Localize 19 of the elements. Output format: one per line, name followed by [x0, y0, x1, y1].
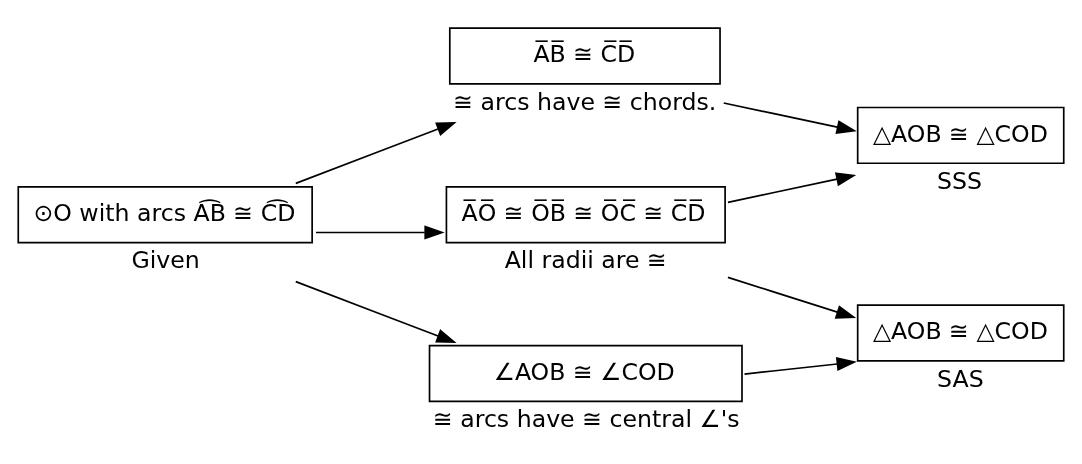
node-box: ∠AOB ≅ ∠COD: [428, 344, 743, 402]
arrow: [743, 356, 857, 375]
arrow: [294, 280, 457, 343]
node-box: A̅B̅ ≅ C̅D̅: [448, 26, 721, 85]
node-label: ≅ arcs have ≅ chords.: [453, 87, 717, 116]
arrow: [315, 224, 445, 240]
arrow: [727, 276, 857, 319]
node-box: △AOB ≅ △COD: [856, 106, 1065, 164]
node-label: Given: [131, 245, 200, 274]
arrow: [722, 101, 857, 134]
node-label: SSS: [937, 166, 983, 195]
node-label: SAS: [937, 364, 984, 393]
arrow: [727, 171, 857, 203]
arrow: [294, 121, 457, 184]
node-box: ⊙O with arcs A͡B ≅ C͡D: [17, 185, 313, 243]
node-label: ≅ arcs have ≅ central ∠'s: [432, 404, 740, 433]
node-box: △AOB ≅ △COD: [856, 303, 1065, 362]
node-label: All radii are ≅: [504, 245, 667, 274]
node-box: A̅O̅ ≅ O̅B̅ ≅ O̅C̅ ≅ C̅D̅: [445, 185, 726, 243]
